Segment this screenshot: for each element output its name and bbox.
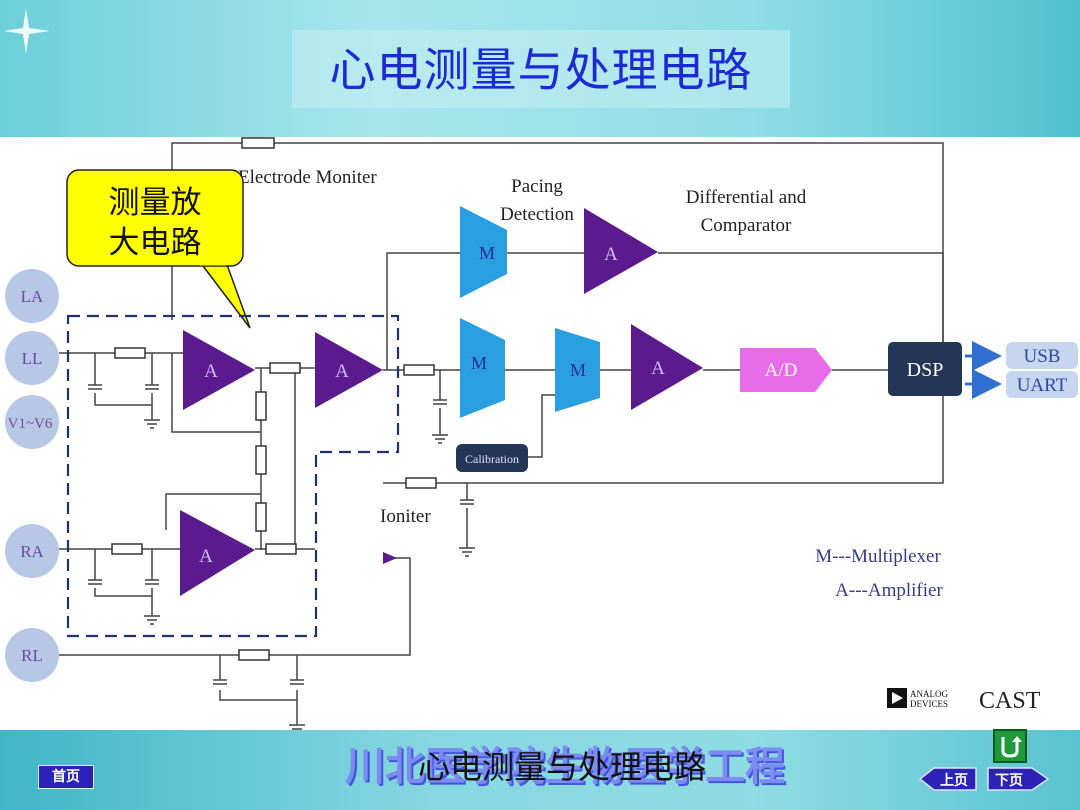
input-electrodes: LA LL V1~V6 RA RL <box>5 269 59 682</box>
return-icon <box>1001 736 1022 758</box>
svg-text:DEVICES: DEVICES <box>910 699 948 709</box>
svg-text:ANALOG: ANALOG <box>910 689 948 699</box>
amplifier-1 <box>183 330 255 410</box>
input-ra <box>5 524 59 578</box>
amp-label: A <box>651 358 665 379</box>
title-box <box>292 30 790 108</box>
prev-button[interactable]: 上页 <box>918 766 978 792</box>
differential-label-2: Comparator <box>701 215 792 236</box>
resistors <box>111 347 437 661</box>
differential-label-1: Differential and <box>686 187 807 208</box>
amplifier-3 <box>180 510 255 596</box>
multiplexer-1 <box>460 318 505 418</box>
electrode-monitor-label: Electrode Moniter <box>238 167 377 188</box>
legend-mux: M---Multiplexer <box>815 546 941 567</box>
mux-label: M <box>570 360 586 380</box>
next-button[interactable]: 下页 <box>986 766 1050 792</box>
input-label-ll: LL <box>22 349 43 368</box>
input-la <box>5 269 59 323</box>
multiplexer-pacing <box>460 206 507 298</box>
input-label-ra: RA <box>20 542 44 561</box>
multiplexer-2 <box>555 328 600 412</box>
input-label-rl: RL <box>21 646 43 665</box>
amp-label: A <box>604 244 618 265</box>
amplifiers <box>180 208 703 596</box>
callout-line-2: 大电路 <box>109 225 202 261</box>
input-ll <box>5 331 59 385</box>
slide-title: 心电测量与处理电路 <box>329 43 753 97</box>
instrumentation-amp-box <box>66 314 400 638</box>
return-button[interactable] <box>993 729 1027 763</box>
dsp-label: DSP <box>907 359 944 381</box>
input-label-v1v6: V1~V6 <box>8 416 53 432</box>
pacing-label-2: Detection <box>500 204 574 225</box>
home-button[interactable]: 首页 <box>38 765 94 789</box>
amplifier-comparator <box>584 208 658 294</box>
mux-label: M <box>479 243 495 263</box>
amp-label: A <box>199 546 213 567</box>
amplifier-4 <box>631 324 703 410</box>
input-label-la: LA <box>21 287 44 306</box>
label-mask <box>372 495 452 535</box>
footer-caption: 心电测量与处理电路 <box>418 748 707 786</box>
legend-amp: A---Amplifier <box>835 580 943 601</box>
pacing-label-1: Pacing <box>511 176 563 197</box>
mux-label: M <box>471 353 487 373</box>
circuit-wires <box>59 252 944 725</box>
ground-symbols <box>88 384 475 730</box>
usb-box <box>1006 342 1078 369</box>
callout-line-1: 测量放 <box>109 185 202 221</box>
cast-logo: CAST <box>979 688 1041 714</box>
calibration-block <box>456 444 528 472</box>
analog-devices-logo: ANALOG DEVICES <box>887 688 948 709</box>
resistor <box>241 137 275 149</box>
prev-label: 上页 <box>940 773 968 789</box>
amp-label: A <box>204 361 218 382</box>
next-label: 下页 <box>995 773 1023 789</box>
amplifier-2 <box>315 332 383 408</box>
uart-label: UART <box>1017 375 1068 396</box>
calibration-label: Calibration <box>465 452 519 466</box>
callout: 测量放 大电路 <box>66 169 251 329</box>
dsp-block <box>888 342 962 396</box>
slide-footer <box>0 730 1080 810</box>
usb-label: USB <box>1024 346 1061 367</box>
ecg-circuit-diagram: Electrode Moniter 测量放 大电路 LA LL V1~V6 RA… <box>5 137 1078 730</box>
adc-block <box>740 348 832 392</box>
multiplexers <box>460 206 600 418</box>
amp-label: A <box>335 361 349 382</box>
input-rl <box>5 628 59 682</box>
footer-watermark: 川北医学院生物医学工程 <box>345 744 785 790</box>
sparkle-icon <box>4 8 50 54</box>
input-v1v6 <box>5 395 59 449</box>
uart-box <box>1006 371 1078 398</box>
adc-label: A/D <box>765 360 798 381</box>
monitor-partial-label: Ioniter <box>380 506 431 527</box>
